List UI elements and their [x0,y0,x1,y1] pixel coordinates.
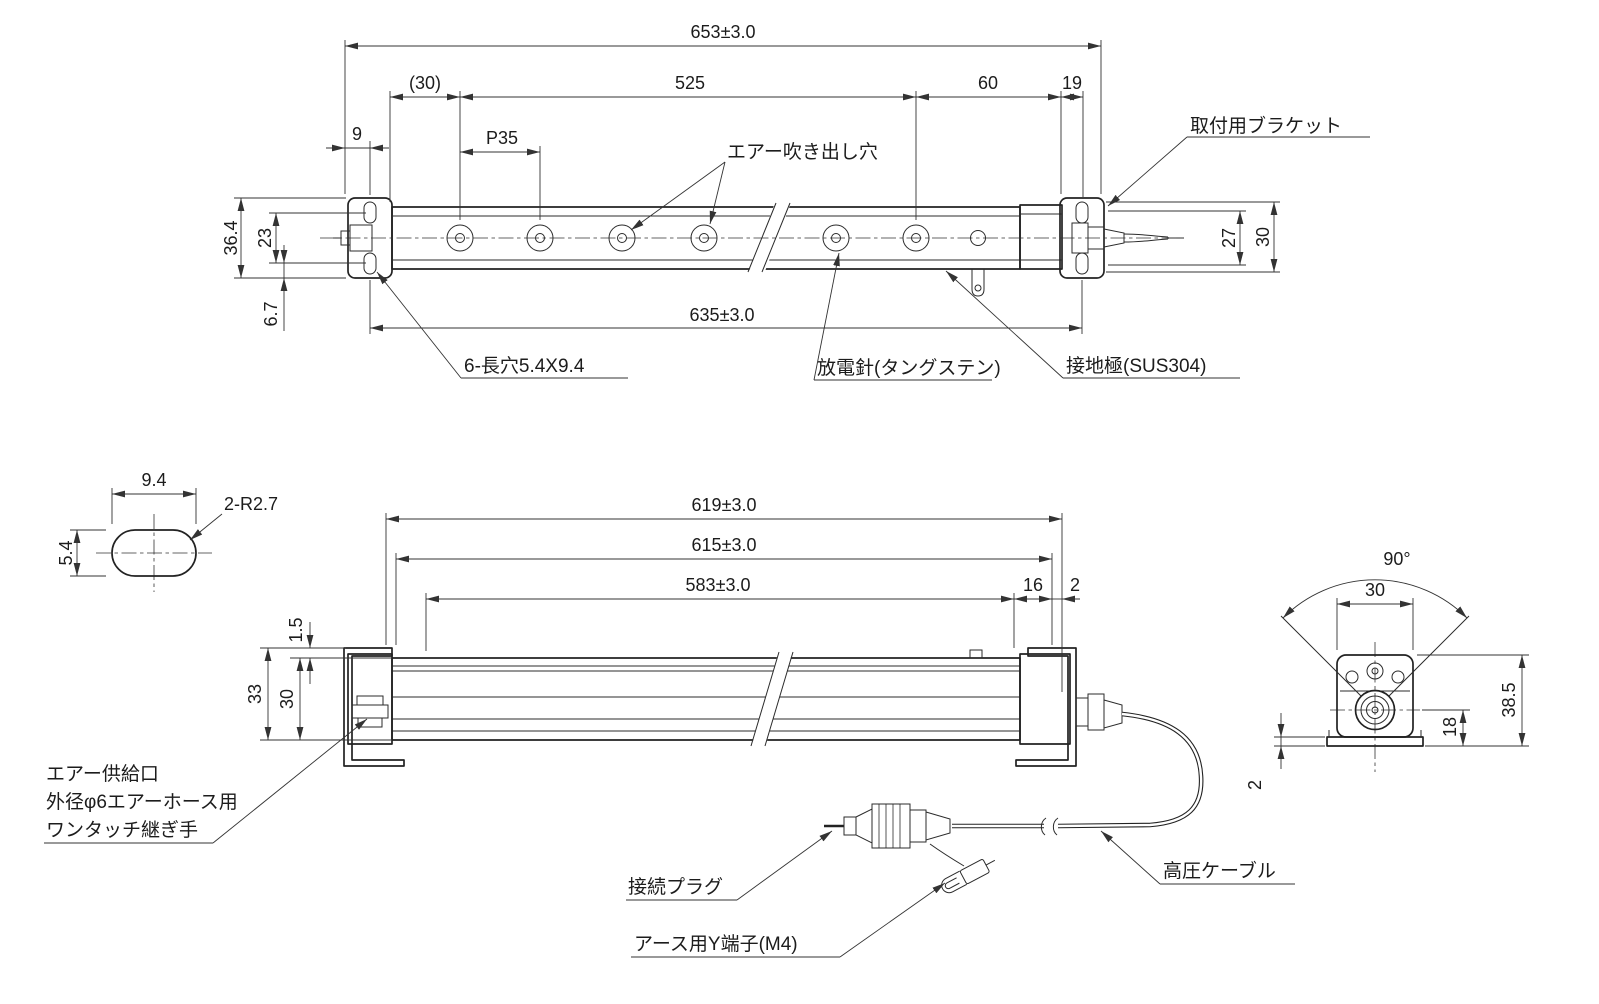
dim-619: 619±3.0 [692,495,757,515]
end-view-dimensions: 90° 30 38.5 18 2 [1245,549,1529,790]
dim-23: 23 [255,228,275,248]
end-view-part [1326,642,1424,772]
dim-653: 653±3.0 [691,22,756,42]
dim-583: 583±3.0 [686,575,751,595]
dim-33: 33 [245,684,265,704]
label-air-outlet-hole: エアー吹き出し穴 [727,141,878,163]
dim-2-side: 2 [1070,575,1080,595]
label-discharge-needle: 放電針(タングステン) [817,357,1001,379]
label-ground-electrode: 接地極(SUS304) [1066,355,1206,377]
top-view-dimensions: 653±3.0 (30) 525 60 19 9 P35 36.4 23 [221,22,1370,381]
dim-slot-width: 9.4 [141,470,166,490]
dim-30-end: 30 [1365,580,1385,600]
dim-60: 60 [978,73,998,93]
label-one-touch-fitting: ワンタッチ継ぎ手 [46,819,198,841]
dim-9: 9 [352,124,362,144]
dim-2-end: 2 [1245,780,1265,790]
label-air-hose: 外径φ6エアーホース用 [46,791,238,813]
hv-cable-gland [1075,693,1123,731]
dim-18: 18 [1440,717,1460,737]
label-hv-cable: 高圧ケーブル [1163,859,1276,882]
dim-slot-height: 5.4 [56,540,76,565]
connection-plug [824,803,951,849]
ground-electrode-top [970,230,986,297]
label-slot-radius: 2-R2.7 [224,494,278,514]
dim-27: 27 [1219,228,1239,248]
slot-detail: 9.4 5.4 2-R2.7 [56,470,278,592]
dim-1-5: 1.5 [286,617,306,642]
dim-16: 16 [1023,575,1043,595]
side-view: 619±3.0 615±3.0 583±3.0 16 2 1.5 33 30 エ… [44,495,1295,958]
ground-y-terminal [929,843,996,894]
dim-615: 615±3.0 [692,535,757,555]
side-view-dimensions: 619±3.0 615±3.0 583±3.0 16 2 1.5 33 30 エ… [44,495,1295,958]
dim-635: 635±3.0 [690,305,755,325]
dim-p35: P35 [486,128,518,148]
top-view: 653±3.0 (30) 525 60 19 9 P35 36.4 23 [221,22,1370,381]
dim-6-7: 6.7 [261,301,281,326]
label-mounting-bracket: 取付用ブラケット [1190,114,1342,137]
dim-36-4: 36.4 [221,220,241,255]
label-connection-plug: 接続プラグ [628,876,723,898]
label-slotted-holes: 6-長穴5.4X9.4 [464,355,585,377]
dim-30-ref: (30) [409,73,441,93]
label-ground-y-terminal: アース用Y端子(M4) [634,933,798,955]
end-view: 90° 30 38.5 18 2 [1245,549,1529,790]
hv-cable [952,711,1204,836]
dim-30-side: 30 [277,689,297,709]
air-supply-fitting [351,695,389,728]
dim-30-right: 30 [1253,227,1273,247]
dim-525: 525 [675,73,705,93]
label-air-supply-port: エアー供給口 [46,763,159,785]
dim-38-5: 38.5 [1499,682,1519,717]
dim-19: 19 [1062,73,1082,93]
dim-90-deg: 90° [1383,549,1410,569]
side-view-part [343,647,1204,894]
top-view-part [320,197,1186,297]
